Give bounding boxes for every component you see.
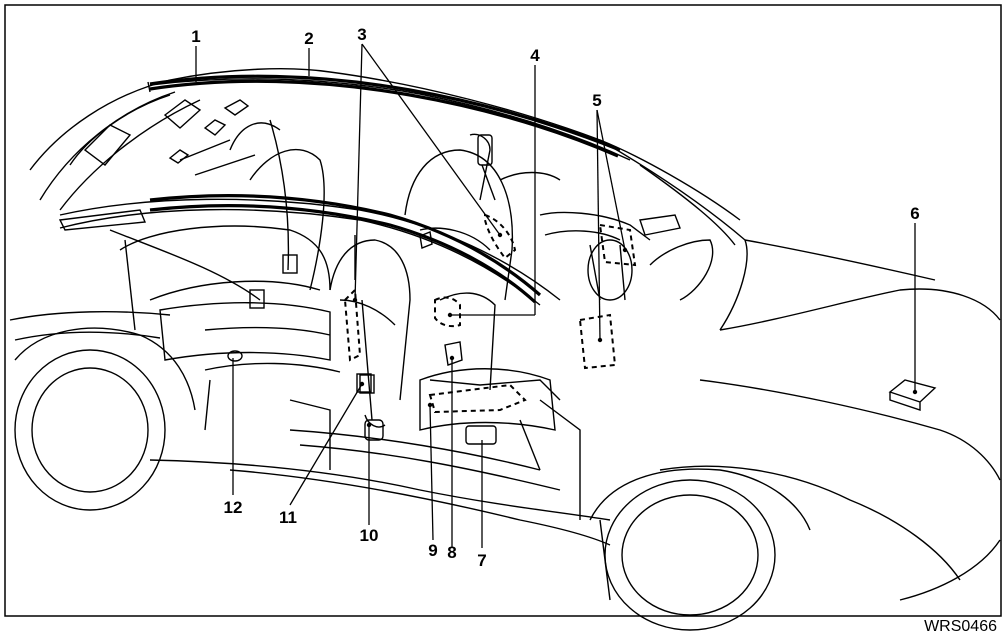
callout-9: 9 xyxy=(428,541,437,560)
callout-11: 11 xyxy=(279,508,297,527)
rear-seat xyxy=(109,119,341,431)
callout-12: 12 xyxy=(224,498,243,517)
front-airbag-passenger xyxy=(578,313,617,370)
leader-lines xyxy=(195,43,916,548)
dashboard xyxy=(499,171,714,301)
side-airbag-driver xyxy=(343,287,362,362)
leader-dots xyxy=(352,232,918,428)
callout-6: 6 xyxy=(910,204,919,223)
curtain-airbag-side-rail xyxy=(58,194,542,304)
callout-8: 8 xyxy=(447,543,456,562)
diagram-border xyxy=(4,4,1002,617)
seat-belt-retractor xyxy=(356,373,372,393)
figure-code: WRS0466 xyxy=(924,618,997,635)
seat-belt-buckle-sensor xyxy=(465,425,497,445)
callout-1: 1 xyxy=(191,27,200,46)
roof-interior-details xyxy=(69,94,250,166)
floor-console xyxy=(289,379,581,520)
seat-belt-pretensioner-front xyxy=(444,341,463,366)
callout-10: 10 xyxy=(360,526,379,545)
front-wheel xyxy=(589,468,811,631)
front-passenger-seat xyxy=(404,133,514,301)
front-airbag-steering xyxy=(598,223,637,267)
callout-7: 7 xyxy=(477,551,486,570)
occupant-seat-sensor xyxy=(428,383,527,414)
driver-seat xyxy=(329,235,556,441)
curtain-airbag-roof-rail xyxy=(147,74,621,158)
rear-wheel xyxy=(14,327,196,511)
side-airbag-sensor-region xyxy=(434,296,461,328)
car-body-outline xyxy=(9,68,1001,601)
callout-2: 2 xyxy=(304,29,313,48)
rear-floor-sensor xyxy=(227,350,243,362)
callout-5: 5 xyxy=(592,91,601,110)
control-unit-box xyxy=(888,379,937,411)
callout-4: 4 xyxy=(530,46,540,65)
callout-3: 3 xyxy=(357,25,366,44)
